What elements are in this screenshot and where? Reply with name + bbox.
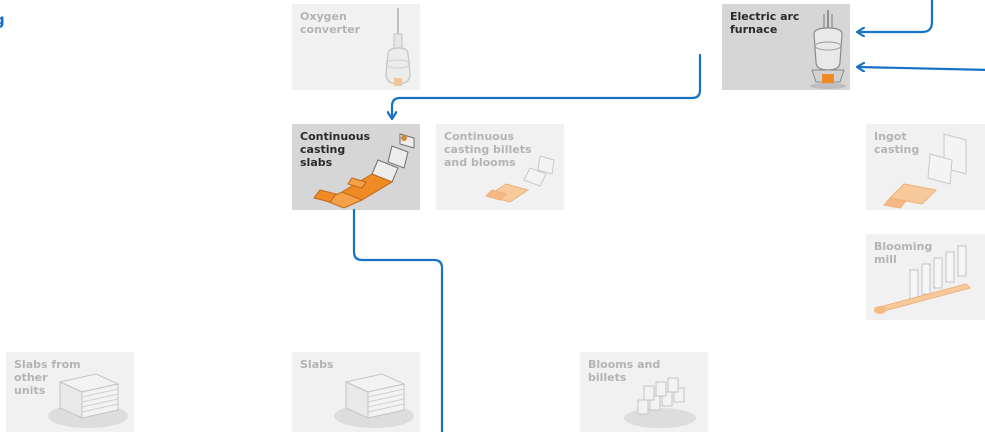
rolling-stands-icon [874, 245, 971, 314]
slab-stack-icon [48, 373, 128, 428]
node-ingot-casting[interactable]: Ingot casting [866, 124, 985, 210]
node-slabs[interactable]: Slabs [292, 352, 420, 432]
node-continuous-casting-slabs[interactable]: Continuous casting slabs [292, 124, 420, 210]
node-electric-arc-furnace[interactable]: Electric arc furnace [722, 4, 850, 90]
section-heading: g [0, 10, 5, 30]
flow-furnace-to-slab-caster [392, 53, 702, 118]
node-blooms-and-billets[interactable]: Blooms and billets [580, 352, 708, 432]
node-oxygen-converter-label: Oxygen converter [300, 10, 361, 36]
ingot-mould-icon [883, 133, 967, 209]
node-continuous-casting-billets[interactable]: Continuous casting billets and blooms [436, 124, 564, 210]
node-blooming-mill[interactable]: Blooming mill [866, 234, 985, 320]
flow-arrow-into-furnace-top [858, 0, 934, 32]
node-slabs-label: Slabs [300, 358, 334, 371]
node-blooms-and-billets-label: Blooms and billets [588, 358, 661, 384]
node-slabs-from-other-units[interactable]: Slabs from other units [6, 352, 134, 432]
billet-bundle-icon [624, 377, 696, 428]
billet-caster-icon [485, 155, 555, 203]
node-continuous-casting-slabs-label: Continuous casting slabs [300, 130, 371, 169]
node-continuous-casting-billets-label: Continuous casting billets and blooms [444, 130, 532, 169]
slab-caster-icon [313, 133, 415, 209]
node-oxygen-converter[interactable]: Oxygen converter [292, 4, 420, 90]
node-slabs-from-other-units-label: Slabs from other units [14, 358, 81, 397]
node-ingot-casting-label: Ingot casting [874, 130, 920, 156]
node-electric-arc-furnace-label: Electric arc furnace [730, 10, 800, 36]
flow-arrow-into-furnace-bottom [858, 67, 985, 70]
arc-furnace-icon [810, 10, 846, 89]
node-blooming-mill-label: Blooming mill [874, 240, 933, 266]
